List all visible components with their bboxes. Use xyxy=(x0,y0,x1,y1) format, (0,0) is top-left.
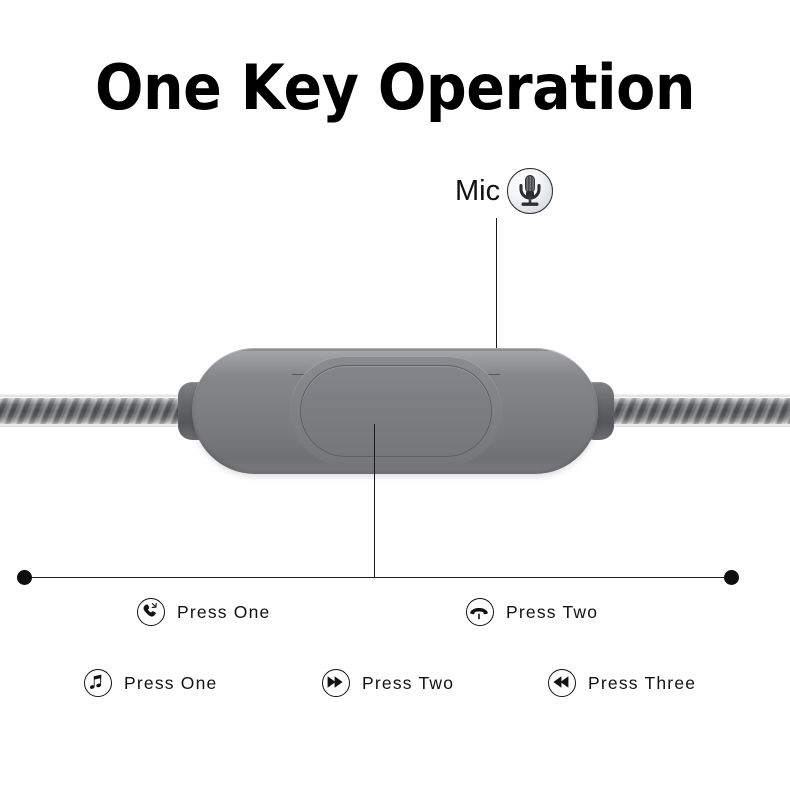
inline-remote-module xyxy=(192,348,598,474)
end-call-icon xyxy=(466,598,494,626)
legend-item-end-call: Press Two xyxy=(466,594,598,630)
legend-item-answer-call: Press One xyxy=(137,594,270,630)
legend-item-next-track: Press Two xyxy=(322,665,454,701)
legend-label: Press Two xyxy=(506,602,599,622)
studio-microphone-icon xyxy=(507,168,554,214)
page-title: One Key Operation xyxy=(94,51,695,124)
answer-call-icon xyxy=(137,598,165,626)
rewind-icon xyxy=(548,669,576,697)
mic-leader-line xyxy=(496,218,497,349)
legend-label: Press Three xyxy=(588,673,697,693)
legend-item-music: Press One xyxy=(84,665,217,701)
mic-callout: Mic xyxy=(455,168,554,214)
legend-label: Press One xyxy=(124,673,218,693)
earphone-cable-assembly xyxy=(0,330,790,490)
fast-forward-icon xyxy=(322,669,350,697)
divider-line xyxy=(24,577,732,578)
music-note-icon xyxy=(84,669,112,697)
divider-dot-left xyxy=(17,570,32,585)
button-leader-line xyxy=(374,424,375,578)
legend-label: Press One xyxy=(177,602,271,622)
legend-item-previous-track: Press Three xyxy=(548,665,696,701)
divider-dot-right xyxy=(724,570,739,585)
multifunction-button[interactable] xyxy=(300,365,492,457)
module-button-bezel xyxy=(290,356,502,466)
mic-label: Mic xyxy=(455,175,501,207)
legend-label: Press Two xyxy=(362,673,455,693)
